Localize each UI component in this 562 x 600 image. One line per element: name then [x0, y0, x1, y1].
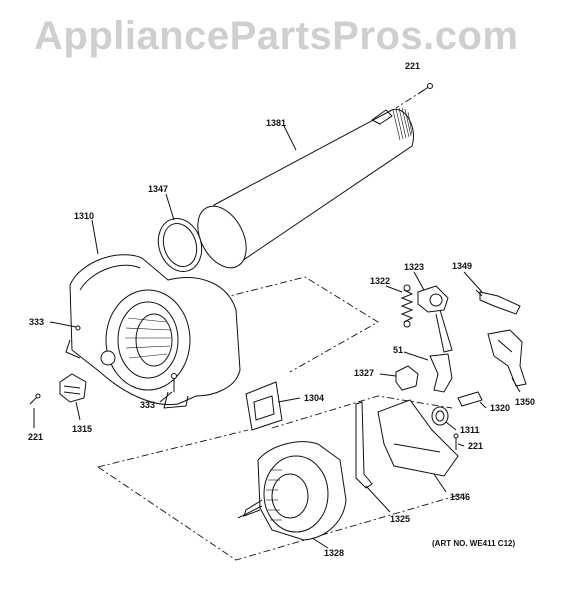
screw-333-left	[55, 322, 81, 331]
callout-1323: 1323	[404, 262, 425, 272]
shield-1304	[245, 381, 283, 431]
callout-1320: 1320	[490, 403, 511, 413]
bracket-51	[429, 353, 453, 393]
switch-1349	[475, 289, 521, 315]
blower-housing-1310	[65, 254, 241, 409]
screw-221-left	[29, 393, 41, 405]
callout-1327: 1327	[354, 368, 375, 378]
callout-221-left: 221	[28, 432, 44, 442]
screw-333-bottom	[171, 373, 177, 392]
callout-221-right: 221	[468, 441, 484, 451]
callout-1349: 1349	[452, 261, 473, 271]
bracket-1350	[487, 329, 527, 387]
art-number: (ART NO. WE411 C12)	[432, 539, 516, 548]
idler-1327	[395, 365, 419, 391]
screw-221-top	[417, 83, 433, 95]
seal-1347	[157, 218, 203, 272]
callout-1347: 1347	[148, 184, 169, 194]
watermark: AppliancePartsPros.com	[34, 14, 519, 58]
callout-1315: 1315	[72, 424, 93, 434]
leader-lines	[33, 125, 521, 549]
callout-333-left: 333	[29, 317, 45, 327]
mount-1346	[377, 399, 459, 477]
strap-1325	[355, 401, 373, 489]
assembly-outline-upper	[221, 276, 453, 429]
callout-1322: 1322	[370, 276, 391, 286]
motor-1328	[237, 441, 347, 541]
callout-221-top: 221	[405, 61, 421, 71]
spring-1322	[400, 284, 414, 328]
thermostat-1315	[59, 373, 87, 403]
bolt-1320	[457, 391, 483, 407]
callout-1350: 1350	[515, 397, 536, 407]
callout-1310: 1310	[74, 211, 95, 221]
callout-1346: 1346	[450, 492, 471, 502]
switch-1323	[417, 285, 453, 353]
callout-1325: 1325	[390, 514, 411, 524]
screw-221-right	[453, 433, 459, 450]
pulley-1311	[431, 406, 449, 426]
duct-1381	[197, 107, 414, 269]
callout-51: 51	[393, 345, 404, 355]
callout-1311: 1311	[460, 425, 480, 435]
callout-1381: 1381	[266, 118, 287, 128]
callout-333-bottom: 333	[140, 400, 156, 410]
callout-1328: 1328	[324, 548, 345, 558]
callout-1304: 1304	[304, 393, 325, 403]
